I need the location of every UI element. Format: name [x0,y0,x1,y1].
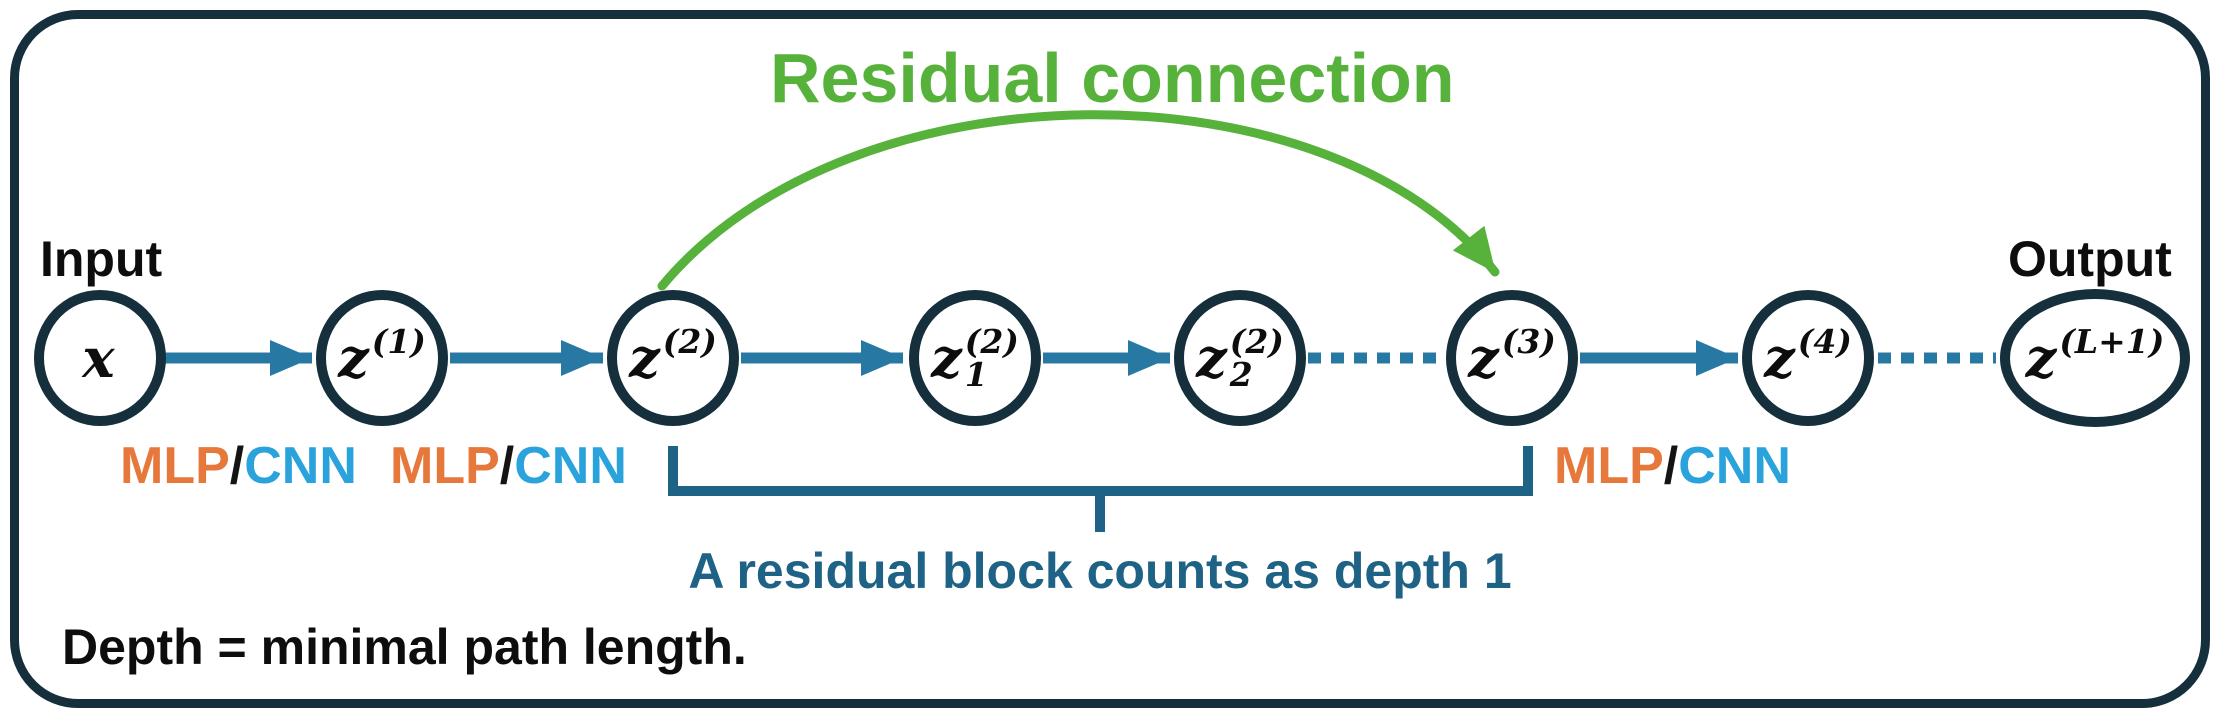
residual-connection-arrow [657,110,1500,291]
node-z2-1: z (2)1 [909,290,1041,426]
input-label: Input [40,231,163,287]
node-x-label: x [82,326,115,390]
node-z2: z (2) [607,290,739,426]
node-x: x [34,290,166,426]
node-z4-label: z (4) [1764,322,1852,390]
output-label: Output [2008,231,2172,287]
node-z1-label: z (1) [338,322,426,390]
node-z4: z (4) [1742,290,1874,426]
diagram-border [10,10,2210,708]
node-z2-2-label: z (2)2 [1196,322,1284,394]
node-z2-2: z (2)2 [1174,290,1306,426]
node-z3: z (3) [1446,290,1578,426]
node-z2-label: z (2) [629,322,717,390]
layer-type-label-2: MLP/CNN [390,437,627,495]
node-z3-label: z (3) [1468,322,1556,390]
node-z1: z (1) [316,290,448,426]
depth-note: Depth = minimal path length. [62,619,747,675]
residual-block-caption: A residual block counts as depth 1 [688,543,1512,599]
residual-connection-title: Residual connection [770,39,1455,117]
residual-block-bracket [668,446,1533,532]
node-zL1: z (L+1) [2000,289,2190,427]
node-zL1-label: z (L+1) [2025,322,2165,390]
layer-type-label-1: MLP/CNN [120,437,357,495]
node-z2-1-label: z (2)1 [931,322,1019,394]
layer-type-label-3: MLP/CNN [1554,437,1791,495]
